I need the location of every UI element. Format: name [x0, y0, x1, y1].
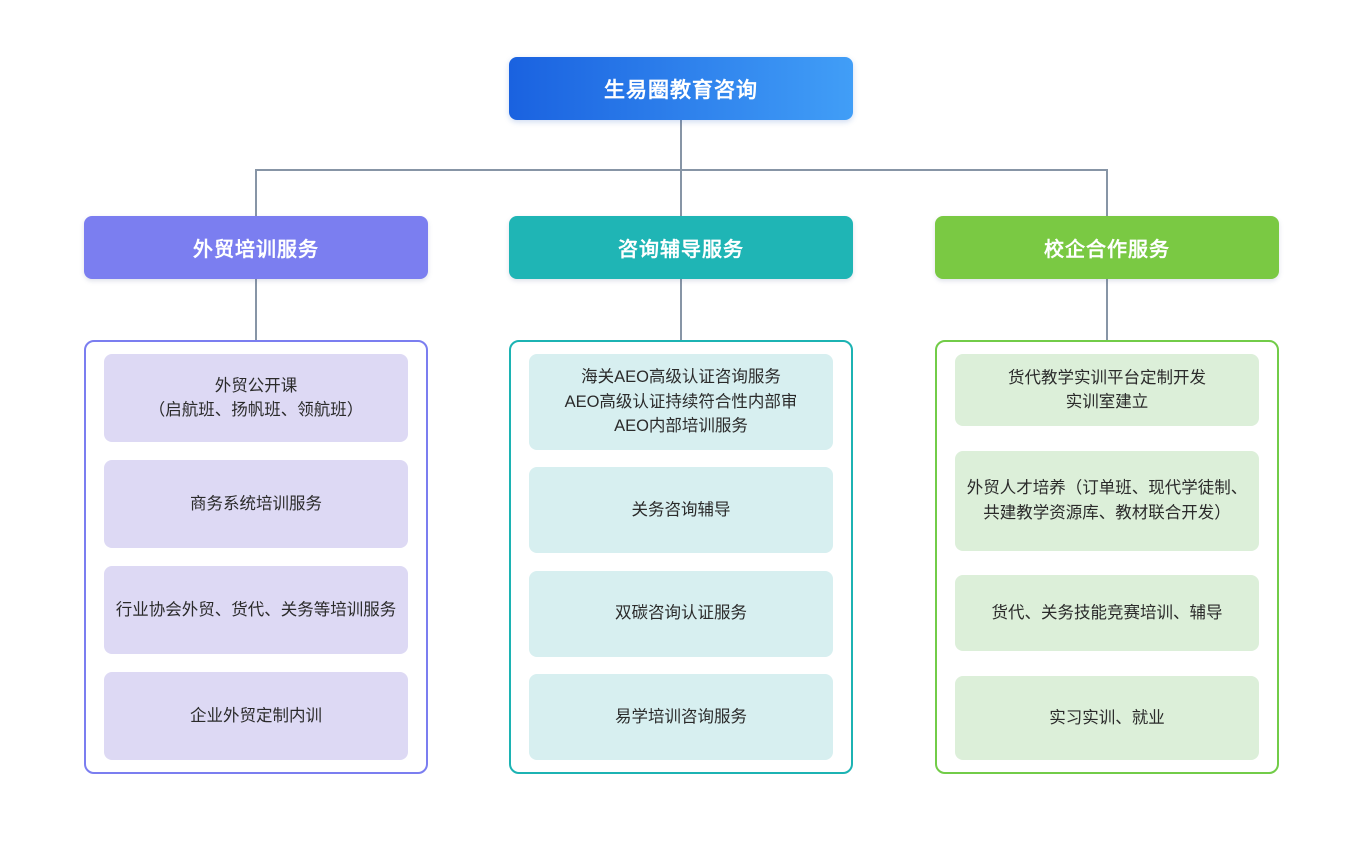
branch-3-item-3-label: 货代、关务技能竞赛培训、辅导 — [991, 604, 1223, 623]
branch-2-items-box: 海关AEO高级认证咨询服务 AEO高级认证持续符合性内部审 AEO内部培训服务 … — [509, 340, 853, 774]
connector-branch-3-to-box — [1106, 279, 1108, 341]
root-node[interactable]: 生易圈教育咨询 — [509, 57, 853, 120]
branch-3-item-3[interactable]: 货代、关务技能竞赛培训、辅导 — [955, 575, 1259, 652]
connector-branch-1-to-box — [255, 279, 257, 341]
branch-2-item-2[interactable]: 关务咨询辅导 — [529, 467, 833, 554]
branch-1-item-1[interactable]: 外贸公开课 （启航班、扬帆班、领航班） — [104, 354, 408, 442]
branch-header-1-title: 外贸培训服务 — [193, 239, 319, 261]
branch-1-item-3-label: 行业协会外贸、货代、关务等培训服务 — [115, 600, 397, 619]
branch-3-item-1-label: 货代教学实训平台定制开发 实训室建立 — [1008, 368, 1206, 411]
branch-3-item-2[interactable]: 外贸人才培养（订单班、现代学徒制、共建教学资源库、教材联合开发） — [955, 450, 1259, 551]
branch-2-item-2-label: 关务咨询辅导 — [631, 501, 731, 520]
connector-drop-branch-1 — [255, 169, 257, 217]
branch-3-item-1[interactable]: 货代教学实训平台定制开发 实训室建立 — [955, 354, 1259, 426]
branch-header-3-title: 校企合作服务 — [1044, 239, 1170, 261]
branch-column-2: 咨询辅导服务 海关AEO高级认证咨询服务 AEO高级认证持续符合性内部审 AEO… — [509, 216, 853, 774]
branch-header-3[interactable]: 校企合作服务 — [935, 216, 1279, 279]
branch-1-item-4-label: 企业外贸定制内训 — [190, 706, 322, 725]
connector-branch-2-to-box — [680, 279, 682, 341]
branch-2-item-3-label: 双碳咨询认证服务 — [615, 604, 747, 623]
branch-2-item-1-label: 海关AEO高级认证咨询服务 AEO高级认证持续符合性内部审 AEO内部培训服务 — [564, 368, 798, 436]
branch-header-2-title: 咨询辅导服务 — [618, 239, 744, 261]
connector-drop-branch-2 — [680, 169, 682, 217]
branch-header-1[interactable]: 外贸培训服务 — [84, 216, 428, 279]
branch-header-2[interactable]: 咨询辅导服务 — [509, 216, 853, 279]
branch-2-item-3[interactable]: 双碳咨询认证服务 — [529, 570, 833, 657]
connector-horizontal-bus — [255, 169, 1107, 171]
root-node-title: 生易圈教育咨询 — [604, 78, 758, 102]
branch-1-item-3[interactable]: 行业协会外贸、货代、关务等培训服务 — [104, 566, 408, 654]
connector-drop-branch-3 — [1106, 169, 1108, 217]
branch-3-item-2-label: 外贸人才培养（订单班、现代学徒制、共建教学资源库、教材联合开发） — [966, 479, 1248, 522]
connector-root-stem — [680, 120, 682, 170]
branch-3-item-4[interactable]: 实习实训、就业 — [955, 675, 1259, 760]
branch-3-item-4-label: 实习实训、就业 — [1049, 708, 1165, 727]
branch-column-3: 校企合作服务 货代教学实训平台定制开发 实训室建立 外贸人才培养（订单班、现代学… — [935, 216, 1279, 774]
branch-2-item-1[interactable]: 海关AEO高级认证咨询服务 AEO高级认证持续符合性内部审 AEO内部培训服务 — [529, 354, 833, 450]
branch-1-item-1-label: 外贸公开课 （启航班、扬帆班、领航班） — [148, 376, 364, 419]
branch-1-items-box: 外贸公开课 （启航班、扬帆班、领航班） 商务系统培训服务 行业协会外贸、货代、关… — [84, 340, 428, 774]
branch-1-item-4[interactable]: 企业外贸定制内训 — [104, 672, 408, 760]
branch-2-item-4[interactable]: 易学培训咨询服务 — [529, 673, 833, 760]
branch-3-items-box: 货代教学实训平台定制开发 实训室建立 外贸人才培养（订单班、现代学徒制、共建教学… — [935, 340, 1279, 774]
branch-2-item-4-label: 易学培训咨询服务 — [615, 707, 747, 726]
branch-column-1: 外贸培训服务 外贸公开课 （启航班、扬帆班、领航班） 商务系统培训服务 行业协会… — [84, 216, 428, 774]
branch-1-item-2[interactable]: 商务系统培训服务 — [104, 460, 408, 548]
branch-1-item-2-label: 商务系统培训服务 — [190, 494, 322, 513]
